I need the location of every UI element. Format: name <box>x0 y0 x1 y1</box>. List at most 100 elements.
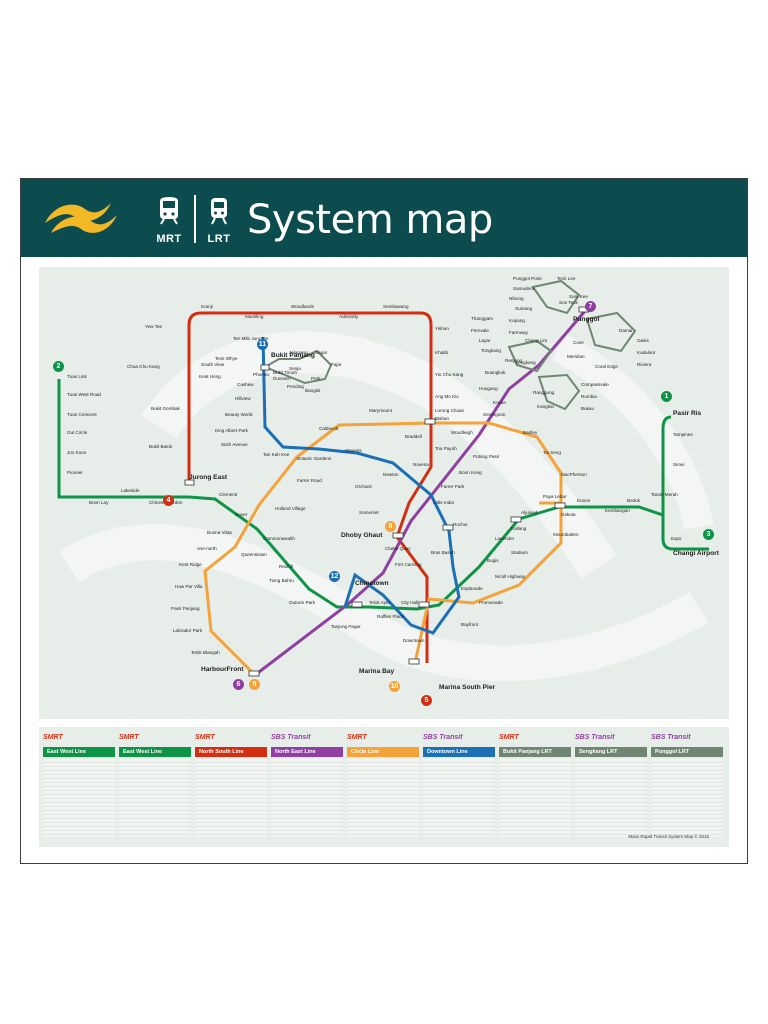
station-label[interactable]: Kadaloor <box>637 350 656 355</box>
station-label[interactable]: Sixth Avenue <box>221 442 248 447</box>
station-label[interactable]: Bras Basah <box>431 550 455 555</box>
station-label[interactable]: Raffles Place <box>377 614 404 619</box>
station-label[interactable]: City Hall <box>401 600 419 605</box>
station-label[interactable]: Farmway <box>509 330 528 335</box>
station-label[interactable]: Phoenix <box>253 372 270 377</box>
station-label[interactable]: Teck Lee <box>557 276 576 281</box>
station-label[interactable]: Holland Village <box>275 506 306 511</box>
station-label[interactable]: Tan Kah Kee <box>263 452 290 457</box>
station-label[interactable]: Boon Lay <box>89 500 109 505</box>
station-label[interactable]: Dakota <box>561 512 576 517</box>
station-label[interactable]: Promenade <box>479 600 503 605</box>
station-label[interactable]: Tuas Link <box>67 374 87 379</box>
station-label[interactable]: Bakau <box>581 406 595 411</box>
station-label[interactable]: Layar <box>479 338 491 343</box>
map-area[interactable]: Jurong East Dhoby Ghaut Chinatown Harbou… <box>39 267 729 719</box>
station-label[interactable]: Bangkit <box>305 388 321 393</box>
timetable-panel[interactable]: SMRT Bukit Panjang LRT <box>499 733 571 839</box>
station-label[interactable]: Teck Whye <box>215 356 238 361</box>
station-label[interactable]: Oasis <box>637 338 649 343</box>
station-label[interactable]: Senja <box>289 366 301 371</box>
station-label[interactable]: Ang Mo Kio <box>435 394 459 399</box>
station-label[interactable]: Haw Par Villa <box>175 584 203 589</box>
station-label[interactable]: MacPherson <box>561 472 587 477</box>
station-label[interactable]: Paya Lebar <box>543 494 567 499</box>
station-label[interactable]: Yew Tee <box>145 324 163 329</box>
station-label[interactable]: Somerset <box>359 510 379 515</box>
station-label[interactable]: Redhill <box>279 564 294 569</box>
station-label[interactable]: Nibong <box>509 296 524 301</box>
station-label[interactable]: Marymount <box>369 408 392 413</box>
station-label[interactable]: Clarke Quay <box>385 546 411 551</box>
station-label[interactable]: Hillview <box>235 396 251 401</box>
station-label[interactable]: Tanah Merah <box>651 492 678 497</box>
station-dhoby-ghaut[interactable]: Dhoby Ghaut <box>341 532 383 539</box>
station-label[interactable]: Tuas Crescent <box>67 412 97 417</box>
station-label[interactable]: Kupang <box>509 318 525 323</box>
station-label[interactable]: Bukit Timah <box>273 370 297 375</box>
station-label[interactable]: Kembangan <box>605 508 630 513</box>
station-label[interactable]: Pending <box>287 384 304 389</box>
station-label[interactable]: Samudera <box>513 286 535 291</box>
station-label[interactable]: Kallang <box>511 526 527 531</box>
station-label[interactable]: Nicoll Highway <box>495 574 526 579</box>
station-label[interactable]: Tuas West Road <box>67 392 101 397</box>
station-label[interactable]: Expo <box>671 536 682 541</box>
station-label[interactable]: Petir <box>311 376 321 381</box>
station-label[interactable]: Soo Teck <box>559 300 578 305</box>
station-label[interactable]: Jelapang <box>289 350 308 355</box>
station-label[interactable]: Toa Payoh <box>435 446 457 451</box>
station-label[interactable]: Serangoon <box>483 412 506 417</box>
station-label[interactable]: Simei <box>673 462 685 467</box>
station-label[interactable]: Braddell <box>405 434 422 439</box>
station-label[interactable]: Compassvale <box>581 382 609 387</box>
station-label[interactable]: Bayfront <box>461 622 479 627</box>
station-label[interactable]: Sumang <box>515 306 533 311</box>
station-label[interactable]: Fajar <box>331 362 342 367</box>
station-label[interactable]: Yishun <box>435 326 449 331</box>
station-label[interactable]: Orchard <box>355 484 372 489</box>
station-label[interactable]: Caldecott <box>319 426 339 431</box>
station-label[interactable]: Novena <box>413 462 429 467</box>
station-label[interactable]: Eunos <box>577 498 591 503</box>
station-label[interactable]: Cheng Lim <box>525 338 548 343</box>
station-label[interactable]: Bukit Gombak <box>151 406 180 411</box>
station-label[interactable]: Stadium <box>511 550 528 555</box>
timetable-panel[interactable]: SBS Transit Punggol LRT <box>651 733 723 839</box>
station-label[interactable]: Bedok <box>627 498 641 503</box>
station-chinatown[interactable]: Chinatown <box>355 580 389 587</box>
station-label[interactable]: Boon Keng <box>459 470 482 475</box>
station-label[interactable]: Kangkar <box>537 404 555 409</box>
station-label[interactable]: Tiong Bahru <box>269 578 294 583</box>
station-label[interactable]: Pioneer <box>67 470 83 475</box>
station-label[interactable]: Telok Ayer <box>369 600 391 605</box>
station-label[interactable]: Keat Hong <box>199 374 221 379</box>
station-label[interactable]: Farrer Road <box>297 478 322 483</box>
station-label[interactable]: Marsiling <box>245 314 264 319</box>
station-label[interactable]: Segar <box>315 350 328 355</box>
station-label[interactable]: Telok Blangah <box>191 650 220 655</box>
station-label[interactable]: Botanic Gardens <box>297 456 332 461</box>
station-changi-airport[interactable]: Changi Airport <box>673 550 719 557</box>
station-label[interactable]: Bishan <box>435 416 450 421</box>
station-label[interactable]: Khatib <box>435 350 449 355</box>
station-label[interactable]: Ten Mile Junction <box>233 336 269 341</box>
station-label[interactable]: Woodlands <box>291 304 314 309</box>
station-label[interactable]: Downtown <box>403 638 425 643</box>
station-label[interactable]: Dover <box>235 512 248 517</box>
station-label[interactable]: Fernvale <box>471 328 489 333</box>
station-label[interactable]: Rumbia <box>581 394 597 399</box>
station-marina-south-pier[interactable]: Marina South Pier <box>439 684 496 691</box>
timetable-panel[interactable]: SBS Transit Downtown Line <box>423 733 495 839</box>
station-label[interactable]: Tampines <box>673 432 693 437</box>
timetable-panel[interactable]: SMRT North South Line <box>195 733 267 839</box>
station-label[interactable]: Aljunied <box>521 510 538 515</box>
station-label[interactable]: Punggol Point <box>513 276 542 281</box>
station-label[interactable]: Renjong <box>505 358 523 363</box>
station-label[interactable]: Buona Vista <box>207 530 232 535</box>
station-label[interactable]: Bukit Batok <box>149 444 173 449</box>
station-label[interactable]: Gul Circle <box>67 430 88 435</box>
station-label[interactable]: Tai Seng <box>543 450 561 455</box>
station-label[interactable]: Cashew <box>237 382 254 387</box>
station-label[interactable]: Lakeside <box>121 488 140 493</box>
